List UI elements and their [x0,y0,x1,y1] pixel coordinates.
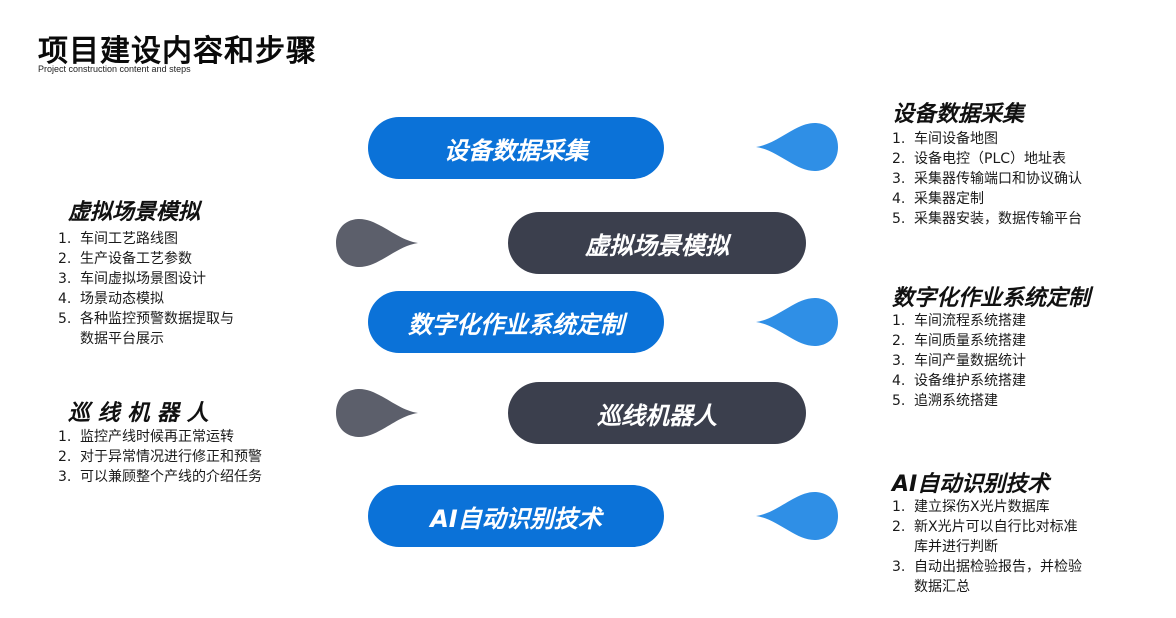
list-item: 2.车间质量系统搭建 [892,333,1026,349]
list-item: 3.采集器传输端口和协议确认 [892,171,1082,187]
list-item: 4.采集器定制 [892,191,984,207]
list-item: 1.车间流程系统搭建 [892,313,1026,329]
detail-list-device-data: 1.车间设备地图 2.设备电控（PLC）地址表 3.采集器传输端口和协议确认 4… [892,129,1162,229]
detail-heading-digital-system: 数字化作业系统定制 [892,286,1091,311]
list-item: 4.设备维护系统搭建 [892,373,1026,389]
list-item: 4.场景动态模拟 [58,291,164,307]
list-item: 2.新X光片可以自行比对标准 库并进行判断 [892,519,1078,555]
list-item: 1.建立探伤X光片数据库 [892,499,1050,515]
step-pill-device-data: 设备数据采集 [368,117,664,179]
list-item: 1.车间设备地图 [892,131,998,147]
list-item: 3.车间虚拟场景图设计 [58,271,206,287]
list-item: 5.采集器安装，数据传输平台 [892,211,1082,227]
teardrop-pointer-icon [756,491,838,541]
list-item: 1.监控产线时候再正常运转 [58,429,234,445]
teardrop-pointer-icon [336,388,418,438]
detail-list-digital-system: 1.车间流程系统搭建 2.车间质量系统搭建 3.车间产量数据统计 4.设备维护系… [892,311,1162,411]
teardrop-pointer-icon [756,122,838,172]
list-item: 3.车间产量数据统计 [892,353,1026,369]
detail-list-robot: 1.监控产线时候再正常运转 2.对于异常情况进行修正和预警 3.可以兼顾整个产线… [58,427,318,487]
step-label: AI自动识别技术 [430,504,602,533]
page-subtitle: Project construction content and steps [38,64,191,74]
list-item: 1.车间工艺路线图 [58,231,178,247]
list-item: 3.自动出据检验报告，并检验 数据汇总 [892,559,1082,595]
step-pill-ai: AI自动识别技术 [368,485,664,547]
detail-heading-device-data: 设备数据采集 [892,102,1025,127]
detail-heading-virtual-scene: 虚拟场景模拟 [68,200,201,225]
detail-heading-ai: AI自动识别技术 [892,472,1050,497]
teardrop-pointer-icon [756,297,838,347]
teardrop-pointer-icon [336,218,418,268]
step-pill-digital-system: 数字化作业系统定制 [368,291,664,353]
list-item: 5.各种监控预警数据提取与 数据平台展示 [58,311,234,347]
list-item: 2.设备电控（PLC）地址表 [892,151,1067,167]
step-label: 数字化作业系统定制 [408,310,624,339]
list-item: 3.可以兼顾整个产线的介绍任务 [58,469,262,485]
step-pill-robot: 巡线机器人 [508,382,806,444]
detail-list-ai: 1.建立探伤X光片数据库 2.新X光片可以自行比对标准 库并进行判断 3.自动出… [892,497,1162,597]
list-item: 5.追溯系统搭建 [892,393,998,409]
step-label: 巡线机器人 [597,401,717,430]
detail-list-virtual-scene: 1.车间工艺路线图 2.生产设备工艺参数 3.车间虚拟场景图设计 4.场景动态模… [58,229,318,349]
step-pill-virtual-scene: 虚拟场景模拟 [508,212,806,274]
detail-heading-robot: 巡 线 机 器 人 [68,401,209,426]
page-title: 项目建设内容和步骤 [38,34,317,69]
list-item: 2.对于异常情况进行修正和预警 [58,449,262,465]
list-item: 2.生产设备工艺参数 [58,251,192,267]
step-label: 设备数据采集 [444,136,588,165]
step-label: 虚拟场景模拟 [585,231,729,260]
